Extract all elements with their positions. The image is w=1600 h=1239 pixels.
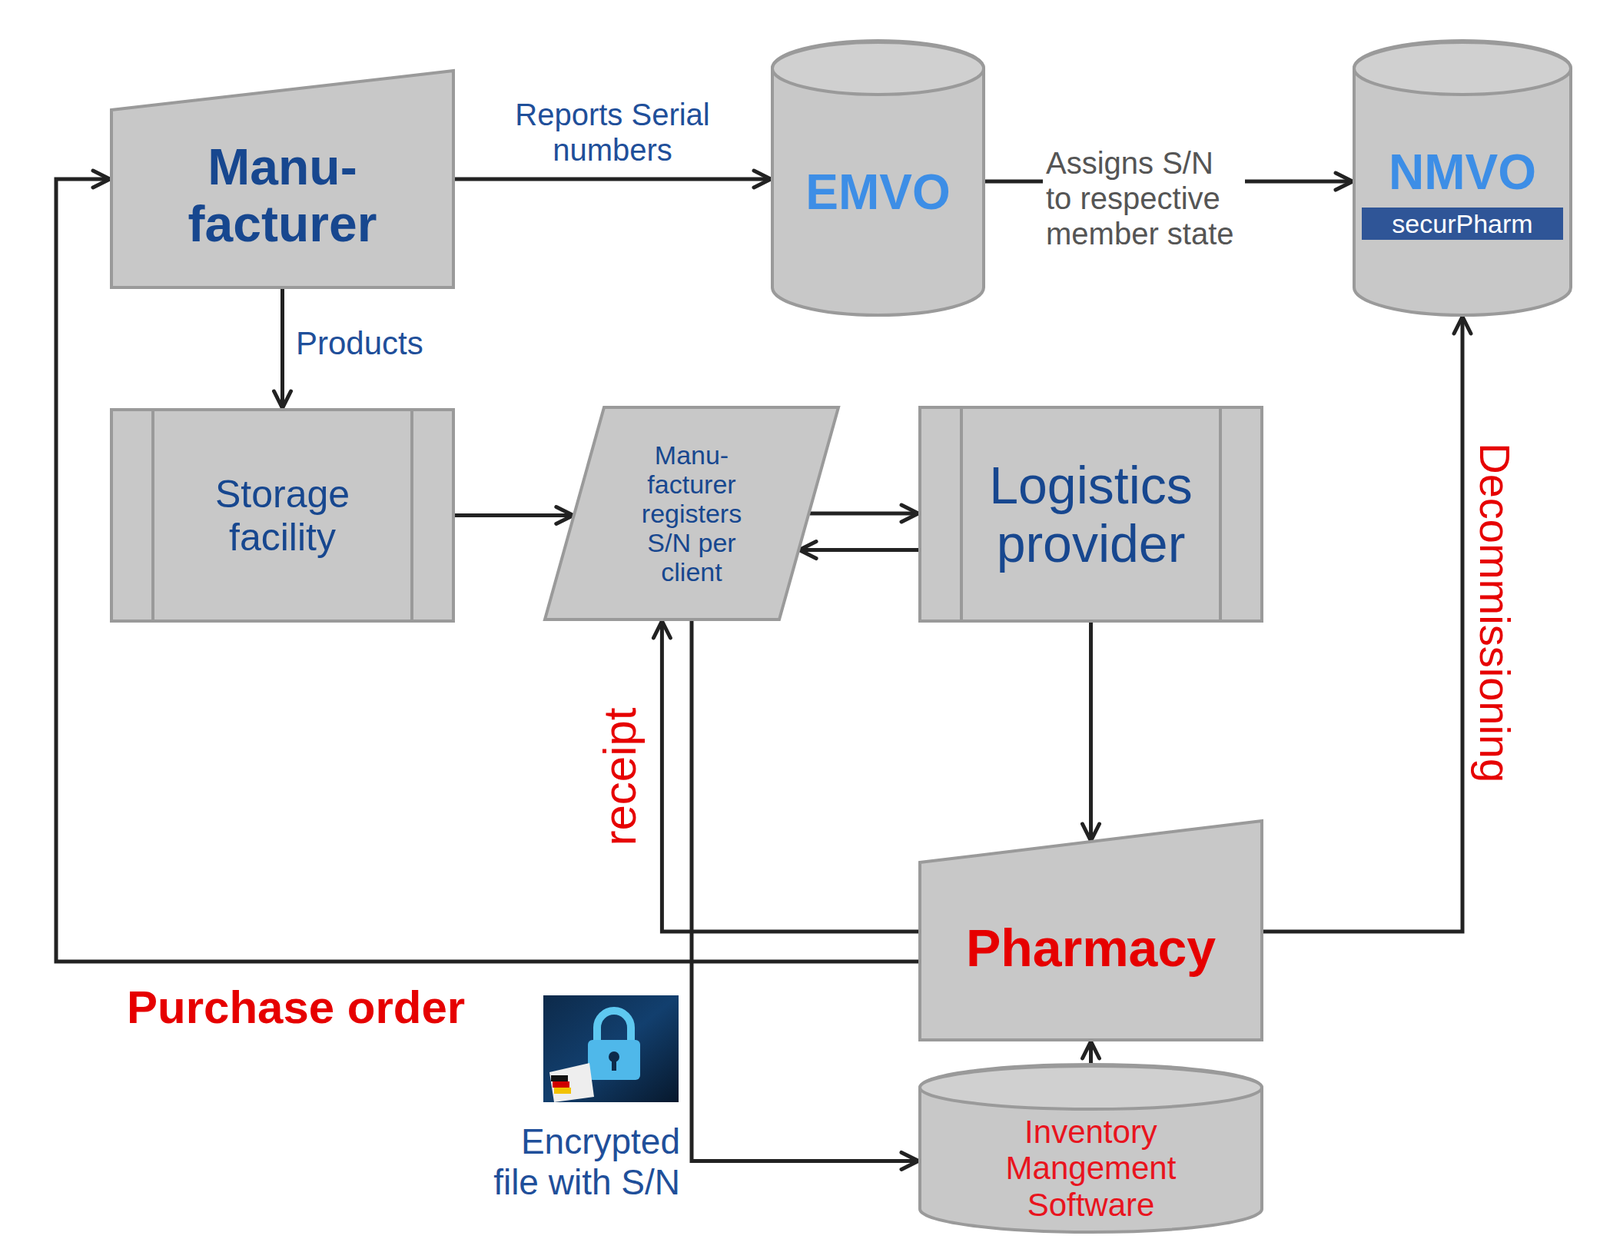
flow-arrow <box>1263 316 1463 932</box>
node-text-group: Manu- facturer <box>167 139 399 253</box>
subprocess-outline <box>919 407 1262 621</box>
flow-arrow <box>1088 622 1093 841</box>
subprocess-bar <box>959 407 963 621</box>
database-cylinder: Inventory Mangement Software <box>918 1064 1264 1234</box>
node-label: NMVO <box>1388 145 1537 201</box>
node-label: Logistics provider <box>968 455 1215 573</box>
node-text-group: Pharmacy <box>965 918 1216 977</box>
subprocess-outline <box>111 409 454 621</box>
edge-label: Decommissioning <box>1470 442 1520 783</box>
logistics-box: Logistics provider <box>918 405 1264 623</box>
edge-label: Purchase order <box>126 980 465 1034</box>
node-text-group: Manu- facturer registers S/N per client <box>626 440 757 587</box>
edge-label: Reports Serial numbers <box>501 96 724 168</box>
cylinder-body <box>1354 40 1571 316</box>
encryption-icon <box>543 995 679 1103</box>
node-label: Manu- facturer registers S/N per client <box>626 440 757 587</box>
cylinder-body <box>772 40 984 316</box>
pharmacy-box: Pharmacy <box>918 819 1264 1042</box>
flow-arrow <box>454 177 771 182</box>
logo-band: securPharm <box>1361 207 1564 240</box>
trapezoid-outline <box>111 70 454 288</box>
manufacturer-box: Manu- facturer <box>109 69 455 289</box>
node-label: Manu- facturer <box>167 139 399 253</box>
node-label: Pharmacy <box>965 918 1216 977</box>
flow-arrow <box>985 179 1353 184</box>
data-parallelogram: Manu- facturer registers S/N per client <box>543 405 840 621</box>
node-label: Inventory Mangement Software <box>999 1113 1184 1222</box>
node-label: Storage facility <box>182 472 383 559</box>
flow-arrow <box>454 513 574 518</box>
edge-label: Encrypted file with S/N <box>487 1121 681 1203</box>
edge-label: receipt <box>593 707 647 846</box>
edge-label: Assigns S/N to respective member state <box>1042 145 1245 252</box>
edge-label: Products <box>295 325 424 362</box>
flow-arrow <box>1088 1041 1093 1065</box>
node-text-group: EMVO <box>805 165 950 221</box>
subprocess-bar <box>1218 407 1222 621</box>
parallelogram-outline <box>544 407 839 620</box>
node-label: EMVO <box>805 165 950 221</box>
flow-arrow <box>809 511 920 516</box>
node-text-group: Inventory Mangement Software <box>999 1113 1184 1222</box>
flow-arrow <box>280 288 285 409</box>
node-text-group: Storage facility <box>182 472 383 559</box>
flow-arrow <box>661 620 919 932</box>
database-cylinder: EMVO <box>770 40 986 317</box>
node-text-group: NMVO securPharm <box>1361 145 1564 241</box>
storage-box: Storage facility <box>109 408 455 623</box>
subprocess-bar <box>151 409 155 621</box>
flow-arrow <box>799 547 919 552</box>
trapezoid-outline <box>919 820 1262 1040</box>
cylinder-body <box>919 1064 1262 1232</box>
subprocess-bar <box>410 409 414 621</box>
cylinder-top <box>1354 42 1571 95</box>
node-text-group: Logistics provider <box>968 455 1215 573</box>
cylinder-top <box>772 42 984 95</box>
cylinder-top <box>919 1065 1262 1109</box>
flow-arrow <box>691 620 919 1161</box>
database-cylinder: NMVO securPharm <box>1352 40 1573 317</box>
